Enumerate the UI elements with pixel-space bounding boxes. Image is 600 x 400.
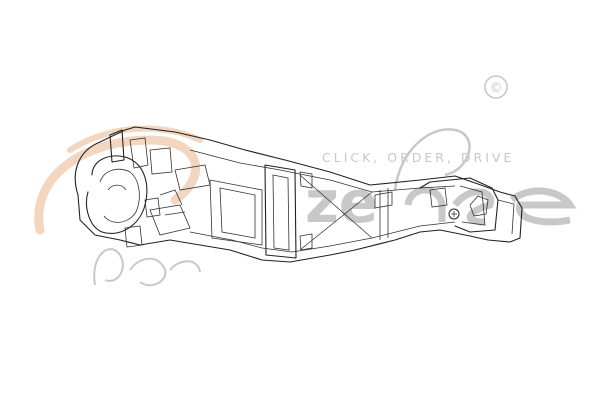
watermark-gray-loop <box>393 128 471 191</box>
svg-text:©: © <box>490 81 503 96</box>
handle-carrier-outline <box>74 126 523 263</box>
watermark-orange-swoosh <box>34 135 201 235</box>
watermark-gray-script <box>93 248 201 287</box>
bolt-icon <box>448 208 460 220</box>
copyright-icon: © <box>484 75 508 99</box>
watermark-brand: ze <box>305 168 378 236</box>
watermark-slogan: CLICK, ORDER, DRIVE <box>322 150 514 165</box>
watermark-brand-shapes <box>404 186 577 226</box>
